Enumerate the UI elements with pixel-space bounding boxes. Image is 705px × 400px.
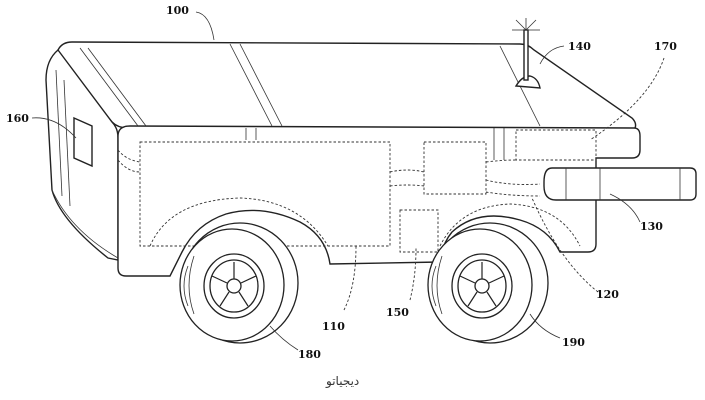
label-160: 160 bbox=[6, 112, 29, 125]
antenna-icon bbox=[512, 18, 541, 89]
label-110: 110 bbox=[322, 320, 345, 333]
rear-wheel bbox=[427, 222, 549, 344]
vehicle-body bbox=[45, 41, 641, 277]
label-140: 140 bbox=[568, 40, 591, 53]
front-wheel bbox=[179, 222, 299, 344]
rear-sensor bbox=[73, 116, 93, 168]
label-170: 170 bbox=[654, 40, 677, 53]
watermark: دیجیاتو bbox=[325, 374, 359, 389]
label-180: 180 bbox=[298, 348, 321, 361]
robotic-arm bbox=[543, 167, 697, 201]
label-150: 150 bbox=[386, 306, 409, 319]
label-130: 130 bbox=[640, 220, 663, 233]
label-190: 190 bbox=[562, 336, 585, 349]
leader-lines bbox=[31, 11, 665, 351]
label-120: 120 bbox=[596, 288, 619, 301]
label-100: 100 bbox=[166, 4, 189, 17]
reference-labels: 100 140 170 160 130 120 110 150 180 190 bbox=[6, 4, 677, 361]
